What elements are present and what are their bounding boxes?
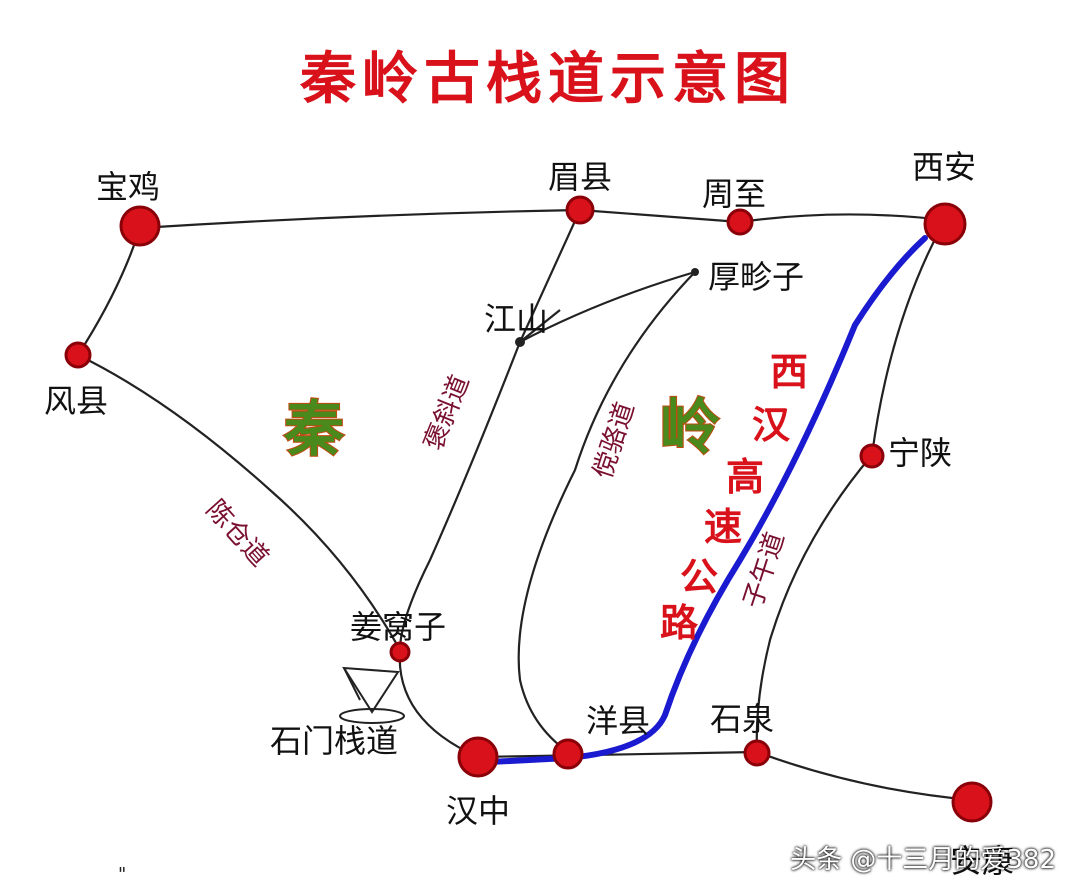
expressway-char-2: 汉 bbox=[752, 403, 791, 447]
label-meixian: 眉县 bbox=[548, 158, 612, 196]
corner-mark: " bbox=[118, 864, 126, 885]
expressway-char-1: 西 bbox=[770, 350, 808, 394]
shimen-plank-road-sketch bbox=[339, 666, 405, 724]
region-label-ling: 岭 bbox=[660, 393, 720, 463]
marker-baoji bbox=[119, 205, 161, 247]
marker-fengxian bbox=[64, 341, 92, 369]
expressway-label: 西 汉 高 速 公 路 bbox=[660, 350, 808, 645]
marker-shiquan bbox=[743, 739, 771, 767]
road-baoji-xian bbox=[139, 208, 946, 230]
label-shimen: 石门栈道 bbox=[270, 722, 398, 760]
label-jiangwozi: 姜窝子 bbox=[350, 608, 446, 646]
label-shiquan: 石泉 bbox=[710, 700, 774, 738]
region-label-qin: 秦 bbox=[283, 395, 345, 465]
marker-ningshan bbox=[859, 443, 885, 469]
marker-meixian bbox=[565, 195, 595, 225]
label-fengxian: 风县 bbox=[44, 382, 108, 420]
label-baoxie-road: 褒斜道 bbox=[419, 371, 476, 455]
label-baoji: 宝鸡 bbox=[96, 168, 160, 206]
road-shiquan-ankang bbox=[756, 750, 973, 802]
label-jiangshan: 江山 bbox=[484, 300, 548, 338]
expressway-char-5: 公 bbox=[680, 555, 718, 599]
road-meixian-houzhenzi-link bbox=[519, 309, 561, 343]
city-labels: 宝鸡 眉县 周至 西安 风县 江山 厚畛子 宁陕 姜窝子 石门栈道 洋县 石泉 … bbox=[44, 148, 1014, 880]
road-network bbox=[77, 208, 973, 802]
marker-jiangwozi bbox=[389, 641, 411, 663]
label-houzhenzi: 厚畛子 bbox=[708, 258, 804, 296]
expressway-char-3: 高 bbox=[726, 455, 764, 499]
xihan-expressway-line bbox=[487, 235, 928, 765]
label-ningshan: 宁陕 bbox=[888, 434, 952, 472]
label-ankang: 安康 bbox=[950, 842, 1014, 880]
road-chencang bbox=[77, 354, 401, 651]
label-chencang-road: 陈仓道 bbox=[200, 495, 274, 573]
road-tangluo bbox=[517, 271, 696, 753]
label-yangxian: 洋县 bbox=[586, 702, 650, 740]
label-hanzhong: 汉中 bbox=[446, 792, 510, 830]
label-ziwu-road: 子午道 bbox=[738, 529, 791, 612]
source-watermark: 头条 @十三月的爱382 bbox=[790, 845, 1056, 875]
road-ziwu bbox=[755, 219, 946, 753]
label-xian: 西安 bbox=[912, 148, 976, 186]
marker-houzhenzi bbox=[691, 268, 699, 276]
marker-zhouzhi bbox=[726, 208, 754, 236]
label-tangluo-road: 傥骆道 bbox=[588, 399, 641, 482]
expressway-char-6: 路 bbox=[660, 601, 699, 645]
small-waypoints bbox=[515, 268, 699, 347]
road-jiangshan-houzhenzi bbox=[519, 270, 696, 343]
marker-ankang bbox=[951, 781, 993, 823]
map-title: 秦岭古栈道示意图 bbox=[299, 46, 796, 112]
marker-xian bbox=[923, 202, 967, 246]
city-markers bbox=[64, 195, 993, 823]
marker-yangxian bbox=[552, 738, 584, 770]
label-zhouzhi: 周至 bbox=[702, 175, 766, 213]
road-baoji-fengxian bbox=[77, 227, 142, 356]
marker-jiangshan bbox=[515, 337, 525, 347]
marker-hanzhong bbox=[457, 736, 499, 778]
expressway-char-4: 速 bbox=[704, 505, 742, 549]
road-baoxie bbox=[398, 209, 582, 651]
road-hanzhong-shiquan bbox=[477, 750, 758, 759]
